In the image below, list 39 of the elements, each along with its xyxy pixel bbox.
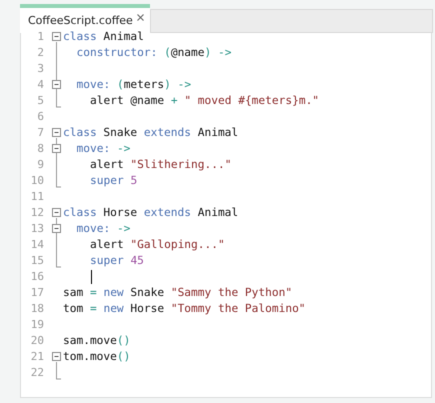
code-line: class Horse extends Animal (63, 205, 238, 221)
line-number: 20 (30, 333, 44, 349)
code-line: super 45 (90, 253, 144, 269)
code-line: alert @name + " moved #{meters}m." (90, 93, 320, 109)
line-number: 15 (30, 253, 44, 269)
line-number: 6 (36, 109, 44, 125)
code-line: tom = new Horse "Tommy the Palomino" (63, 301, 306, 317)
line-number: 16 (30, 269, 44, 285)
code-line: move: (meters) -> (76, 77, 192, 93)
tab-title: CoffeeScript.coffee (28, 14, 133, 27)
code-line: super 5 (90, 173, 138, 189)
line-number: 8 (36, 141, 44, 157)
line-number: 1 (36, 29, 44, 45)
code-line: tom.move() (63, 349, 130, 365)
code-line: sam.move() (63, 333, 130, 349)
line-number: 4 (36, 77, 44, 93)
code-line: alert "Galloping..." (90, 237, 225, 253)
code-line: sam = new Snake "Sammy the Python" (63, 285, 292, 301)
line-number: 5 (36, 93, 44, 109)
code-line: class Snake extends Animal (63, 125, 238, 141)
line-number: 12 (30, 205, 44, 221)
line-number: 10 (30, 173, 44, 189)
code-line: alert "Slithering..." (90, 157, 232, 173)
line-number: 19 (30, 317, 44, 333)
line-number: 13 (30, 221, 44, 237)
line-number: 7 (36, 125, 44, 141)
line-number: 14 (30, 237, 44, 253)
code-line: class Animal (63, 29, 144, 45)
line-number: 3 (36, 61, 44, 77)
line-number: 2 (36, 45, 44, 61)
code-line: constructor: (@name) -> (76, 45, 232, 61)
line-number: 11 (30, 189, 44, 205)
code-line: move: -> (76, 141, 130, 157)
code-line: move: -> (76, 221, 130, 237)
line-number: 17 (30, 285, 44, 301)
line-number: 22 (30, 365, 44, 381)
line-number: 9 (36, 157, 44, 173)
line-number: 18 (30, 301, 44, 317)
line-number: 21 (30, 349, 44, 365)
